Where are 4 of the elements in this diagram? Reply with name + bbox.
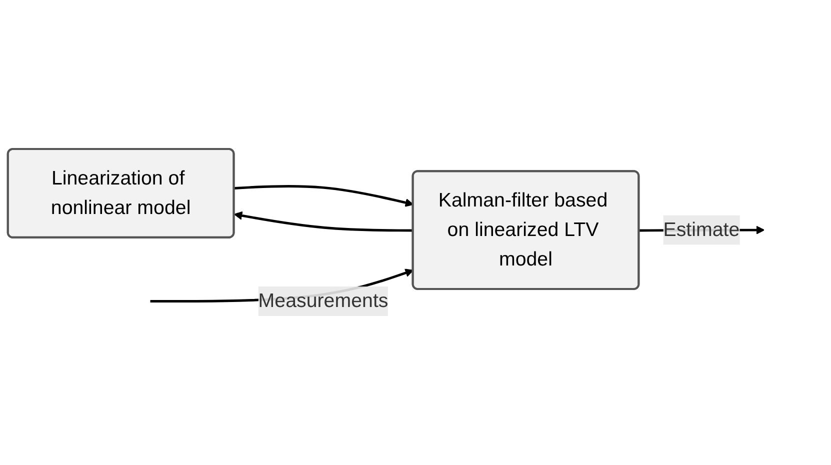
- edge-label: Measurements: [258, 290, 388, 312]
- arrow: [234, 184, 414, 207]
- arrow: [234, 211, 414, 232]
- edge-label: Estimate: [663, 219, 740, 241]
